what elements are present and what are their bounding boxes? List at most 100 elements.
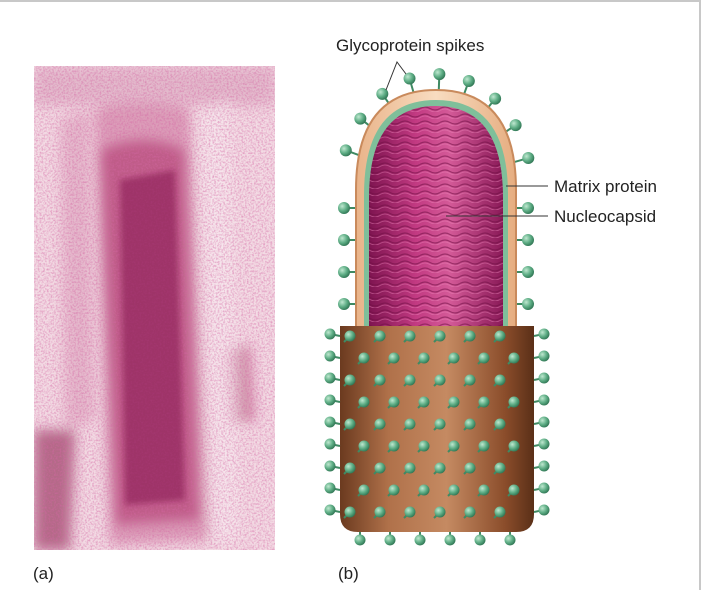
glycoprotein-spike — [375, 507, 386, 518]
glycoprotein-spike — [385, 535, 396, 546]
glycoprotein-spike — [325, 505, 336, 516]
matrix-protein-label: Matrix protein — [554, 178, 657, 195]
glycoprotein-spike — [463, 75, 475, 87]
glycoprotein-spike — [405, 375, 416, 386]
glycoprotein-spike — [433, 68, 445, 80]
glycoprotein-spike — [419, 353, 430, 364]
glycoprotein-spike — [338, 202, 350, 214]
virion-illustration — [325, 68, 550, 545]
glycoprotein-spike — [345, 507, 356, 518]
glycoprotein-spike — [479, 485, 490, 496]
glycoprotein-spike — [340, 144, 352, 156]
glycoprotein-spike — [325, 439, 336, 450]
glycoprotein-spike — [522, 202, 534, 214]
glycoprotein-spike — [389, 397, 400, 408]
glycoprotein-spike — [419, 485, 430, 496]
glycoprotein-spike — [435, 419, 446, 430]
glycoprotein-spike — [325, 373, 336, 384]
glycoprotein-spike — [345, 419, 356, 430]
glycoprotein-spike — [389, 441, 400, 452]
glycoprotein-spike — [435, 331, 446, 342]
glycoprotein-spike — [522, 266, 534, 278]
glycoprotein-spike — [465, 331, 476, 342]
glycoprotein-spike — [338, 234, 350, 246]
glycoprotein-spike — [345, 375, 356, 386]
glycoprotein-spike — [449, 441, 460, 452]
glycoprotein-spike — [375, 419, 386, 430]
glycoprotein-spike — [509, 397, 520, 408]
glycoprotein-spike — [509, 353, 520, 364]
glycoprotein-spike — [419, 441, 430, 452]
glycoprotein-spike — [419, 397, 430, 408]
glycoprotein-spike — [405, 331, 416, 342]
glycoprotein-spike — [325, 329, 336, 340]
glycoprotein-spike — [404, 72, 416, 84]
glycoprotein-spike — [465, 463, 476, 474]
glycoprotein-spike — [325, 483, 336, 494]
glycoprotein-spike — [415, 535, 426, 546]
glycoprotein-spike — [479, 397, 490, 408]
glycoprotein-spike — [522, 298, 534, 310]
glycoprotein-pointer — [386, 62, 406, 90]
glycoprotein-spike — [359, 485, 370, 496]
glycoprotein-spike — [510, 119, 522, 131]
micrograph-panel — [34, 66, 275, 550]
glycoprotein-spike — [479, 441, 490, 452]
glycoprotein-spike — [338, 266, 350, 278]
glycoprotein-spike — [539, 505, 550, 516]
glycoprotein-spike — [509, 441, 520, 452]
glycoprotein-spike — [435, 463, 446, 474]
glycoprotein-spike — [539, 417, 550, 428]
glycoprotein-spike — [522, 152, 534, 164]
glycoprotein-spike — [495, 507, 506, 518]
glycoprotein-spike — [495, 375, 506, 386]
glycoprotein-spike — [449, 485, 460, 496]
glycoprotein-spike — [375, 375, 386, 386]
glycoprotein-spike — [449, 397, 460, 408]
glycoprotein-spike — [389, 485, 400, 496]
glycoprotein-spike — [495, 331, 506, 342]
glycoprotein-spike — [495, 463, 506, 474]
glycoprotein-spike — [495, 419, 506, 430]
glycoprotein-spike — [465, 375, 476, 386]
panel-a-label: (a) — [33, 565, 54, 582]
glycoprotein-spike — [325, 395, 336, 406]
glycoprotein-spike — [325, 461, 336, 472]
glycoprotein-spike — [465, 419, 476, 430]
glycoprotein-spike — [405, 463, 416, 474]
panel-b-label: (b) — [338, 565, 359, 582]
glycoprotein-spike — [509, 485, 520, 496]
glycoprotein-spike — [435, 375, 446, 386]
glycoprotein-spike — [475, 535, 486, 546]
glycoprotein-spike — [539, 351, 550, 362]
glycoprotein-spike — [539, 329, 550, 340]
glycoprotein-spike — [505, 535, 516, 546]
glycoprotein-spike — [325, 351, 336, 362]
glycoprotein-spike — [489, 93, 501, 105]
glycoprotein-spike — [445, 535, 456, 546]
glycoprotein-spike — [355, 535, 366, 546]
glycoprotein-spike — [359, 397, 370, 408]
glycoprotein-spike — [345, 331, 356, 342]
nucleocapsid-label: Nucleocapsid — [554, 208, 656, 225]
glycoprotein-spike — [325, 417, 336, 428]
glycoprotein-spike — [449, 353, 460, 364]
glycoprotein-spike — [375, 463, 386, 474]
glycoprotein-spike — [359, 353, 370, 364]
glycoprotein-spike — [389, 353, 400, 364]
glycoprotein-spike — [539, 395, 550, 406]
glycoprotein-spike — [539, 461, 550, 472]
glycoprotein-spike — [354, 113, 366, 125]
glycoprotein-spike — [345, 463, 356, 474]
glycoprotein-spike — [479, 353, 490, 364]
glycoprotein-spike — [522, 234, 534, 246]
glycoprotein-spike — [539, 439, 550, 450]
glycoprotein-spike — [359, 441, 370, 452]
glycoprotein-spike — [405, 419, 416, 430]
glycoprotein-spikes-label: Glycoprotein spikes — [336, 37, 484, 54]
glycoprotein-spike — [405, 507, 416, 518]
glycoprotein-spike — [539, 483, 550, 494]
glycoprotein-spike — [465, 507, 476, 518]
glycoprotein-spike — [375, 331, 386, 342]
